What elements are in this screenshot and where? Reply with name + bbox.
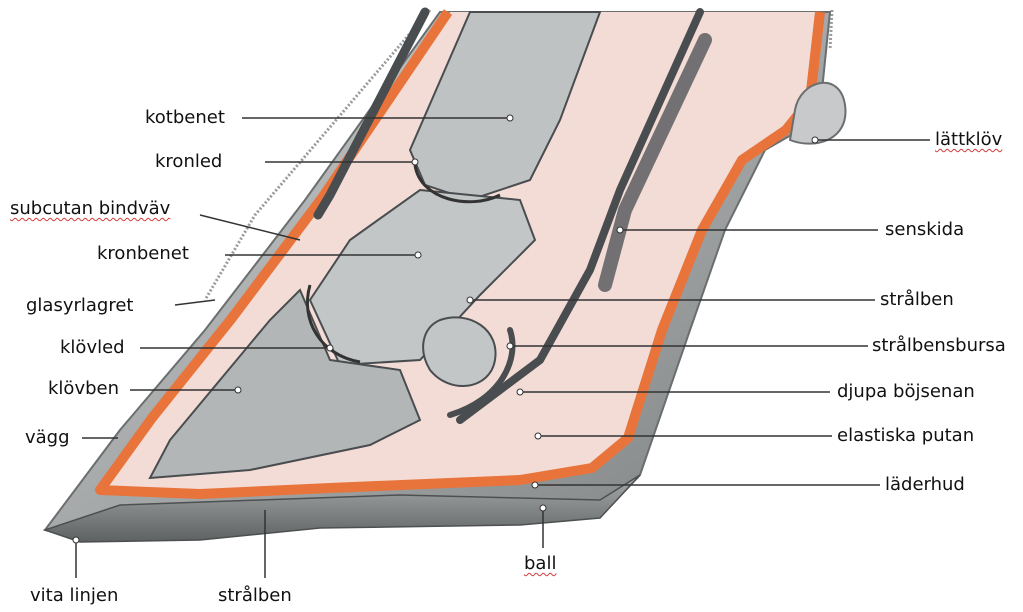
stralben-bone bbox=[423, 317, 495, 386]
label-lattklov: lättklöv bbox=[935, 129, 1002, 151]
label-djupa-bojsenan: djupa böjsenan bbox=[837, 381, 975, 403]
label-subcutan-bindvav: subcutan bindväv bbox=[10, 198, 170, 220]
label-stralben-bottom: strålben bbox=[218, 585, 292, 607]
label-vagg: vägg bbox=[25, 427, 70, 449]
label-elastiska-putan: elastiska putan bbox=[837, 425, 974, 447]
label-laderhud: läderhud bbox=[885, 474, 965, 496]
label-ball: ball bbox=[524, 553, 556, 575]
label-klovben: klövben bbox=[48, 378, 119, 400]
label-vita-linjen: vita linjen bbox=[30, 585, 118, 607]
label-stralben-right: strålben bbox=[880, 289, 954, 311]
label-klovled: klövled bbox=[60, 337, 125, 359]
label-glasyrlagret: glasyrlagret bbox=[26, 295, 133, 317]
label-kotbenet: kotbenet bbox=[145, 107, 225, 129]
label-stralbensbursa: strålbensbursa bbox=[872, 335, 1006, 357]
label-kronbenet: kronbenet bbox=[97, 243, 189, 265]
label-senskida: senskida bbox=[885, 219, 964, 241]
label-kronled: kronled bbox=[155, 151, 222, 173]
